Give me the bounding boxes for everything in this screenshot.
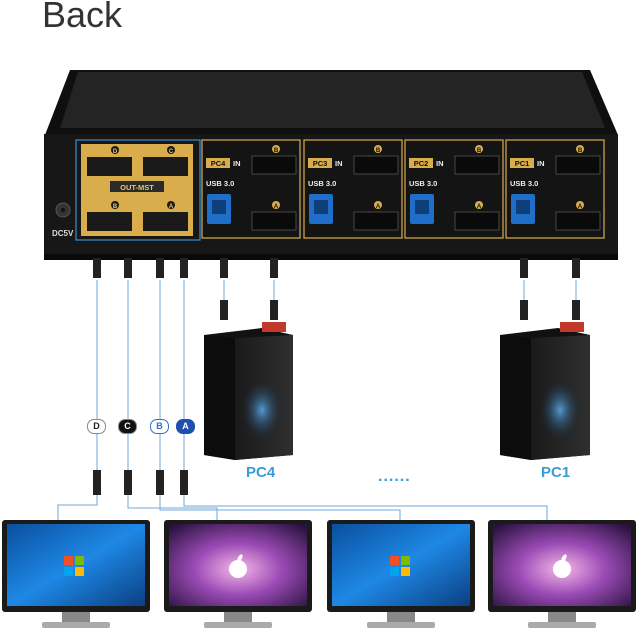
in-label: IN — [233, 159, 241, 168]
out-mst-label: OUT-MST — [120, 183, 154, 192]
pc4-label: PC4 — [246, 464, 276, 481]
out-port-c: C — [143, 146, 188, 176]
monitor-2 — [164, 520, 312, 628]
monitor-3 — [327, 520, 475, 628]
apple-logo-icon — [229, 554, 247, 578]
pc-name-badge — [510, 158, 534, 168]
page-title: Back — [42, 0, 123, 35]
pc-input-group-pc3: PC3 IN USB 3.0 B A — [303, 139, 403, 239]
in-label: IN — [335, 159, 343, 168]
ellipsis-label: ...... — [378, 468, 411, 485]
dp-port-a — [251, 211, 297, 231]
apple-logo-icon — [553, 554, 571, 578]
usb-label: USB 3.0 — [409, 179, 437, 188]
dp-port-a — [454, 211, 500, 231]
svg-text:A: A — [169, 204, 174, 210]
pc-name-label: PC2 — [414, 159, 429, 168]
port-a-label: A — [376, 204, 381, 210]
usb-label: USB 3.0 — [206, 179, 234, 188]
dp-port-b — [353, 155, 399, 175]
pc1-label: PC1 — [541, 464, 571, 481]
port-b-label: B — [578, 148, 583, 154]
monitor-4 — [488, 520, 636, 628]
badge-a: A — [176, 419, 195, 434]
dp-port-a — [555, 211, 601, 231]
port-b-label: B — [477, 148, 482, 154]
pc-input-group-pc4: PC4 IN USB 3.0 B A — [201, 139, 301, 239]
in-label: IN — [436, 159, 444, 168]
badge-d: D — [87, 419, 106, 434]
in-label: IN — [537, 159, 545, 168]
usb-label: USB 3.0 — [308, 179, 336, 188]
pc-name-label: PC4 — [211, 159, 226, 168]
pc-name-label: PC3 — [313, 159, 328, 168]
out-port-a: A — [143, 201, 188, 231]
pc-input-group-pc1: PC1 IN USB 3.0 B A — [505, 139, 605, 239]
usb-label: USB 3.0 — [510, 179, 538, 188]
windows-logo-icon — [390, 556, 410, 576]
out-port-d: D — [87, 146, 132, 176]
cable-connectors — [93, 258, 580, 495]
pc-input-group-pc2: PC2 IN USB 3.0 B A — [404, 139, 504, 239]
monitor-1 — [2, 520, 150, 628]
port-a-label: A — [578, 204, 583, 210]
pc-name-label: PC1 — [515, 159, 530, 168]
dp-port-a — [353, 211, 399, 231]
port-a-label: A — [477, 204, 482, 210]
pc4-tower — [204, 322, 293, 460]
pc-name-badge — [409, 158, 433, 168]
out-port-b: B — [87, 201, 132, 231]
port-b-label: B — [274, 148, 279, 154]
svg-text:C: C — [169, 149, 174, 155]
svg-text:D: D — [113, 149, 118, 155]
cables — [57, 280, 577, 520]
windows-logo-icon — [64, 556, 84, 576]
pc-name-badge — [308, 158, 332, 168]
pc1-tower — [500, 322, 590, 460]
dp-port-b — [251, 155, 297, 175]
dp-port-b — [454, 155, 500, 175]
dp-port-b — [555, 155, 601, 175]
dc-label: DC5V — [52, 229, 74, 238]
out-mst-frame — [75, 139, 201, 241]
svg-text:B: B — [113, 204, 118, 210]
pc-name-badge — [206, 158, 230, 168]
port-b-label: B — [376, 148, 381, 154]
badge-c: C — [118, 419, 137, 434]
badge-b: B — [150, 419, 169, 434]
port-a-label: A — [274, 204, 279, 210]
